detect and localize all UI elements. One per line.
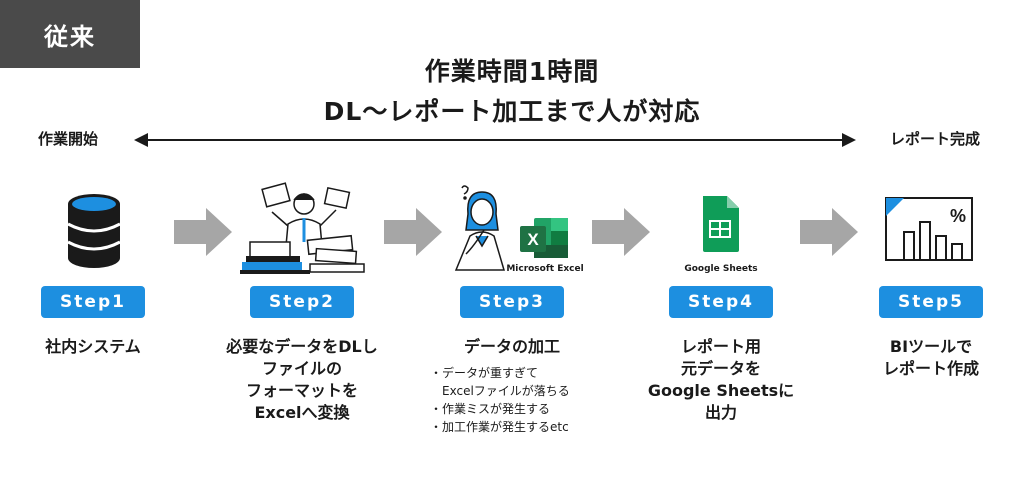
flow-arrow-icon	[800, 208, 858, 256]
step-title-2: 必要なデータをDLし ファイルの フォーマットを Excelへ変換	[202, 336, 402, 424]
excel-icon: X	[520, 218, 568, 258]
google-sheets-icon-caption: Google Sheets	[684, 264, 758, 274]
section-badge: 従来	[0, 0, 140, 68]
step-title-3: データの加工	[412, 336, 612, 358]
list-item-text: ・加工作業が発生するetc	[430, 420, 569, 434]
step-badge-4: Step4	[669, 286, 773, 318]
headline-work-time: 作業時間1時間	[424, 57, 600, 86]
flow-arrow-icon	[174, 208, 232, 256]
svg-text:X: X	[527, 230, 539, 249]
step-title-line: Excelへ変換	[254, 403, 350, 422]
timeline-double-arrow	[134, 133, 856, 147]
timeline-start-label: 作業開始	[38, 130, 99, 148]
step-title-line: フォーマットを	[245, 381, 358, 400]
step-title-line: データの加工	[463, 337, 560, 356]
list-item: ・作業ミスが発生する	[430, 400, 610, 418]
step-title-line: 必要なデータをDLし	[226, 337, 378, 356]
list-item: ・加工作業が発生するetc	[430, 418, 610, 436]
list-item-text: ・作業ミスが発生する	[430, 402, 551, 416]
flow-arrow-icon	[592, 208, 650, 256]
step-title-line: 社内システム	[45, 337, 141, 356]
flow-arrow-icon	[384, 208, 442, 256]
excel-icon-caption: Microsoft Excel	[506, 264, 584, 274]
bi-chart-icon: %	[885, 197, 973, 261]
step-badge-2: Step2	[250, 286, 354, 318]
list-item-text: ・データが重すぎて	[430, 366, 539, 380]
step-title-line: レポート作成	[882, 359, 979, 378]
step-badge-5: Step5	[879, 286, 983, 318]
thinking-person-icon	[454, 185, 506, 271]
step-title-line: Google Sheetsに	[647, 381, 795, 400]
step-title-line: レポート用	[680, 337, 761, 356]
list-item: ・データが重すぎて Excelファイルが落ちる	[430, 364, 610, 400]
step-title-line: 元データを	[680, 359, 761, 378]
step-title-1: 社内システム	[0, 336, 193, 358]
step-title-line: 出力	[704, 403, 737, 422]
timeline-end-label: レポート完成	[889, 130, 980, 148]
headline-manual-work: DL〜レポート加工まで人が対応	[323, 97, 701, 126]
step-badge-1: Step1	[41, 286, 145, 318]
step-title-5: BIツールで レポート作成	[831, 336, 1024, 380]
step3-issue-list: ・データが重すぎて Excelファイルが落ちる ・作業ミスが発生する ・加工作業…	[430, 364, 610, 436]
database-icon	[67, 194, 121, 268]
step-badge-3: Step3	[460, 286, 564, 318]
step-title-line: BIツールで	[889, 337, 973, 356]
busy-office-worker-icon	[240, 182, 365, 274]
step-title-4: レポート用 元データを Google Sheetsに 出力	[621, 336, 821, 424]
svg-text:%: %	[950, 206, 966, 226]
list-item-text: Excelファイルが落ちる	[442, 384, 570, 398]
google-sheets-icon	[703, 196, 739, 252]
step-title-line: ファイルの	[261, 359, 342, 378]
